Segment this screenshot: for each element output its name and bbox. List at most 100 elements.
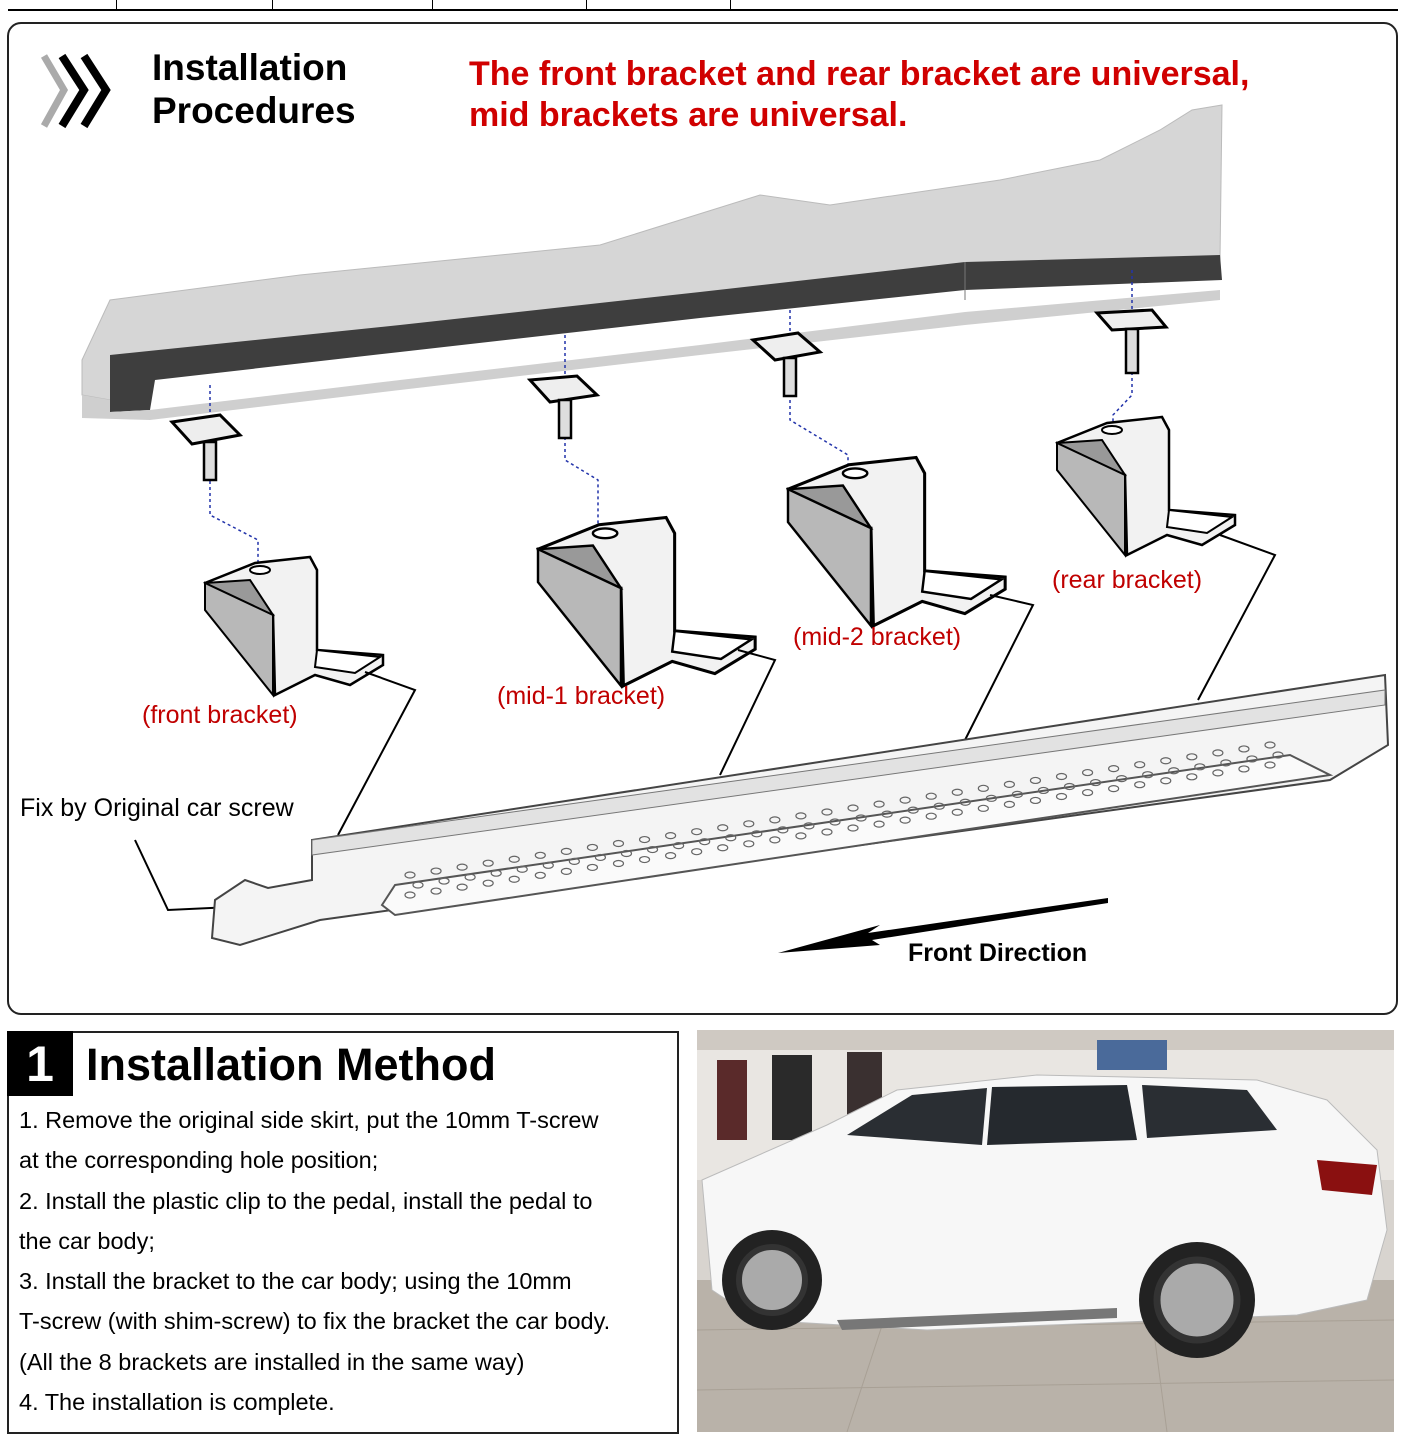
- tread-pad: [777, 826, 789, 834]
- notice-line: The front bracket and rear bracket are u…: [469, 55, 1250, 93]
- tread-pad: [1264, 741, 1276, 749]
- step-number-badge: 1: [7, 1031, 73, 1096]
- tread-pad: [438, 877, 450, 885]
- tread-pad: [769, 816, 781, 824]
- tread-pad: [612, 859, 625, 868]
- tread-pad: [594, 853, 607, 862]
- tread-pad: [534, 871, 546, 879]
- tread-pad: [412, 881, 424, 889]
- tread-pad: [430, 887, 442, 895]
- tread-pad: [1134, 781, 1146, 789]
- tread-pad: [1081, 768, 1094, 777]
- bracket-icon: [786, 455, 1007, 630]
- tread-pad: [1186, 753, 1198, 761]
- tread-pad: [743, 820, 755, 828]
- universal-notice: The front bracket and rear bracket are u…: [469, 54, 1249, 136]
- tread-pad: [1037, 786, 1050, 795]
- tread-pad: [803, 822, 815, 830]
- section-title: Installation Procedures: [152, 46, 356, 132]
- step-line: (All the 8 brackets are installed in the…: [19, 1348, 525, 1375]
- label-mid1-bracket: (mid-1 bracket): [497, 682, 666, 710]
- title-line: Procedures: [152, 90, 356, 131]
- tread-pad: [977, 804, 989, 812]
- tread-pad: [1003, 800, 1015, 808]
- fix-note: Fix by Original car screw: [20, 794, 294, 822]
- tread-pad: [1142, 771, 1154, 779]
- tread-pad: [1108, 765, 1120, 773]
- t-screw-icon: [749, 331, 824, 398]
- divider-tick: [432, 0, 433, 9]
- method-title: Installation Method: [86, 1039, 496, 1090]
- tread-pad: [1272, 751, 1284, 759]
- installation-diagram: [81, 104, 1390, 953]
- tread-pad: [534, 851, 546, 859]
- tread-pad: [560, 867, 572, 875]
- step-line: T-screw (with shim-screw) to fix the bra…: [19, 1308, 611, 1335]
- tread-pad: [959, 798, 971, 806]
- tread-pad: [873, 820, 885, 828]
- tread-pad: [899, 796, 911, 804]
- tread-pad: [951, 788, 963, 796]
- tread-pad: [1055, 792, 1068, 801]
- installation-method-panel: [7, 1031, 679, 1434]
- tread-pad: [508, 875, 520, 883]
- tread-pad: [673, 842, 685, 850]
- tread-pad: [1029, 796, 1042, 805]
- tread-pad: [456, 863, 468, 871]
- tread-pad: [691, 848, 703, 856]
- tread-pad: [847, 824, 859, 832]
- tread-pad: [907, 806, 919, 814]
- front-direction-arrow-icon: [778, 898, 1108, 953]
- tread-pad: [1160, 757, 1172, 765]
- tread-pad: [464, 873, 476, 881]
- tread-pad: [430, 867, 442, 875]
- installed-car-photo: [697, 1030, 1394, 1432]
- tread-pad: [821, 828, 833, 836]
- tread-pad: [1134, 761, 1146, 769]
- running-board: [210, 673, 1390, 947]
- step-line: 4. The installation is complete.: [19, 1389, 335, 1416]
- tread-pad: [925, 792, 937, 800]
- title-line: Installation: [152, 47, 348, 88]
- tread-pad: [638, 835, 651, 844]
- tread-pad: [620, 849, 633, 858]
- tread-pad: [1238, 745, 1250, 753]
- tread-pad: [1212, 769, 1224, 777]
- tread-pad: [717, 844, 729, 852]
- tread-pad: [1081, 788, 1094, 797]
- tread-pad: [847, 804, 859, 812]
- t-screws: [168, 308, 1170, 482]
- tread-pad: [638, 855, 651, 864]
- tread-pad: [1003, 780, 1015, 788]
- step-line: 3. Install the bracket to the car body; …: [19, 1268, 572, 1295]
- label-front-bracket: (front bracket): [142, 701, 298, 729]
- tread-pad: [1194, 763, 1206, 771]
- tread-pad: [1264, 761, 1276, 769]
- bracket-icon: [1055, 415, 1237, 558]
- car-body-sill: [81, 104, 1223, 420]
- tread-pad: [1055, 772, 1068, 781]
- tread-pad: [516, 865, 528, 873]
- bracket-icon: [536, 515, 757, 690]
- step-line: the car body;: [19, 1227, 155, 1254]
- tread-pad: [933, 802, 945, 810]
- tread-pad: [1168, 767, 1180, 775]
- tread-pad: [855, 814, 867, 822]
- tread-pad: [1246, 755, 1258, 763]
- chevrons-icon: [40, 53, 111, 129]
- tread-pad: [717, 824, 729, 832]
- tread-pad: [1108, 785, 1120, 793]
- tread-pad: [568, 857, 580, 865]
- tread-pad: [1238, 765, 1250, 773]
- bracket-icon: [203, 555, 385, 698]
- tread-pad: [542, 861, 554, 869]
- divider-tick: [730, 0, 731, 9]
- tread-pad: [873, 800, 885, 808]
- tread-pad: [795, 832, 807, 840]
- divider-tick: [586, 0, 587, 9]
- divider-tick: [272, 0, 273, 9]
- tread-pad: [404, 891, 416, 899]
- tread-pad: [1029, 776, 1042, 785]
- tread-pad: [1212, 749, 1224, 757]
- tread-pad: [490, 869, 502, 877]
